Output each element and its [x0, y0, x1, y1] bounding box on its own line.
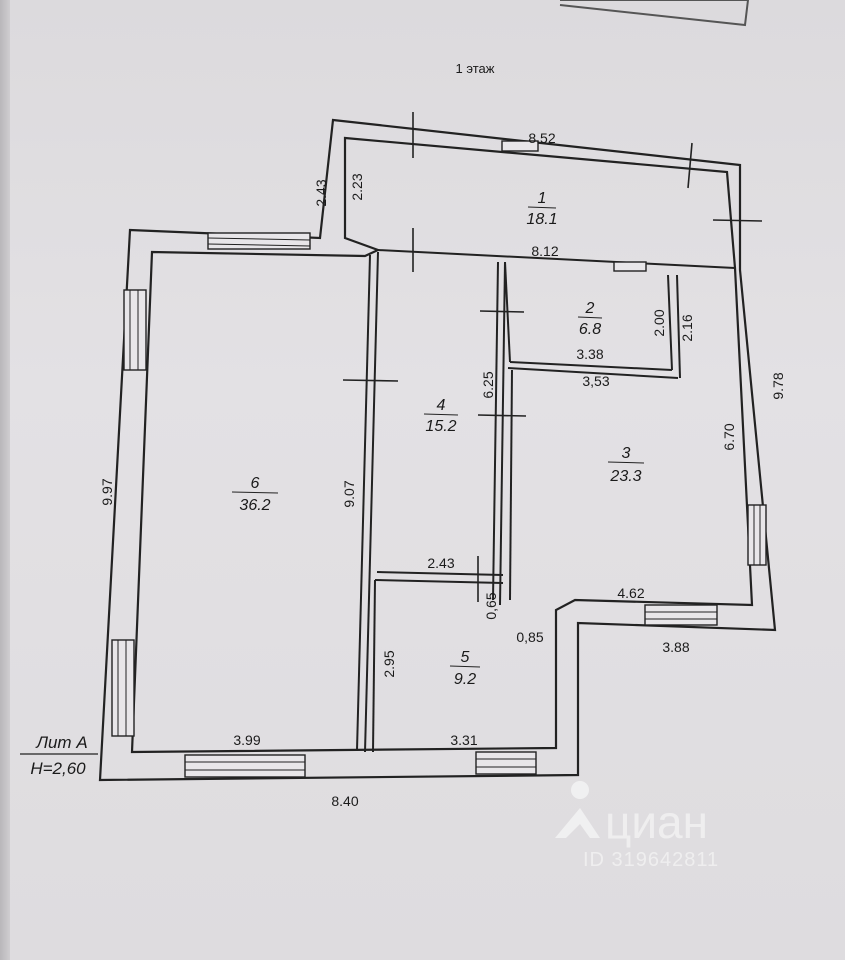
dim-step-085: 0,85	[516, 629, 543, 645]
dim-room3-top: 3,53	[582, 373, 609, 389]
dim-bottom-outer: 8.40	[331, 793, 358, 809]
paper-edge-line	[559, 0, 750, 27]
dim-room2-outer: 2.16	[679, 314, 695, 341]
room-1-area: 18.1	[526, 211, 557, 228]
dim-room3-height: 6.70	[721, 423, 737, 450]
watermark-brand: циан	[605, 796, 708, 848]
dim-room6-height: 9.07	[341, 480, 357, 507]
watermark-id: ID 319642811	[583, 849, 719, 871]
room-2-number: 2	[585, 300, 595, 317]
dim-left-outer: 9.97	[99, 478, 115, 505]
dim-left-top-inner: 2.23	[349, 173, 365, 200]
dim-left-top-outer: 2.43	[313, 179, 329, 206]
window-bottom-room5	[475, 751, 537, 775]
document-sheet	[10, 0, 845, 960]
outer-walls	[98, 118, 777, 782]
room-labels: 1 18.1 2 6.8 3 23.3 4 15.2 5 9.2 6 36.2	[231, 190, 645, 688]
page-fold-shadow	[0, 0, 10, 960]
room-4-area: 15.2	[425, 418, 456, 435]
dim-room5-height: 2.95	[381, 650, 397, 677]
cian-logo-icon	[555, 781, 600, 838]
window-bottom-room3	[644, 604, 718, 626]
dim-room2-height: 2.00	[651, 309, 667, 336]
dim-room6-width: 3.99	[233, 732, 260, 748]
floor-title: 1 этаж	[456, 61, 495, 76]
room-6-area: 36.2	[239, 497, 270, 514]
dim-right-outer: 9.78	[770, 372, 786, 399]
litera-note: Лит А H=2,60	[20, 733, 98, 778]
interior-walls	[356, 249, 736, 753]
window-top-room6	[207, 232, 311, 250]
ceiling-height-label: H=2,60	[30, 759, 86, 778]
windows	[111, 140, 767, 778]
dimension-labels: 8.52 8.12 2.43 2.23 2.00 2.16 3.38 3,53 …	[99, 130, 786, 809]
room-4-number: 4	[437, 397, 446, 414]
dim-room4-width: 2.43	[427, 555, 454, 571]
door-ticks	[342, 112, 763, 602]
room-1-number: 1	[538, 190, 547, 207]
window-room2	[613, 261, 647, 272]
window-left-upper	[123, 289, 147, 371]
room-3-area: 23.3	[609, 468, 641, 485]
window-glazing-lines	[117, 237, 761, 771]
room-2-area: 6.8	[579, 321, 601, 338]
room-5-area: 9.2	[454, 671, 476, 688]
room-5-number: 5	[461, 649, 470, 666]
dim-corridor-inner: 8.12	[531, 243, 558, 259]
window-left-lower	[111, 639, 135, 737]
watermark: циан ID 319642811	[555, 781, 719, 871]
window-right-room3	[747, 504, 767, 566]
dim-right-bottom-outer: 3.88	[662, 639, 689, 655]
dim-step-small: 0,65	[483, 592, 499, 619]
dim-room3-width: 4.62	[617, 585, 644, 601]
room-3-number: 3	[622, 445, 631, 462]
dim-top-outer: 8.52	[528, 130, 555, 146]
litera-label: Лит А	[35, 733, 87, 752]
room-6-number: 6	[251, 475, 260, 492]
dim-room5-width: 3.31	[450, 732, 477, 748]
dim-room2-width: 3.38	[576, 346, 603, 362]
window-top-corridor	[501, 140, 539, 152]
window-bottom-room6	[184, 754, 306, 778]
dim-room4-height: 6.25	[480, 371, 496, 398]
